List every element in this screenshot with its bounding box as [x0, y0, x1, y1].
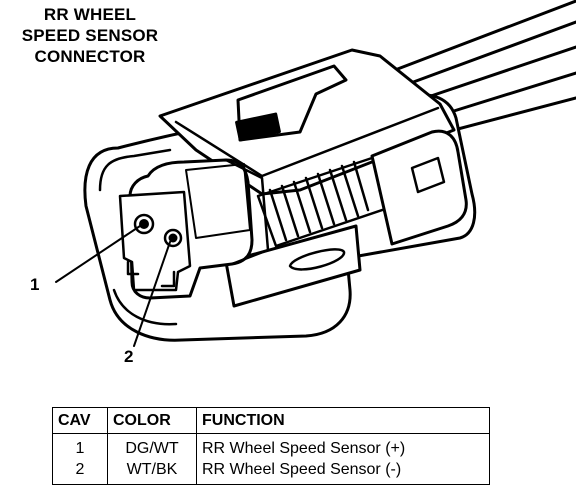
- collar-slot: [410, 156, 446, 194]
- lower-skirt: [224, 224, 362, 308]
- title-line-3: CONNECTOR: [34, 47, 146, 66]
- header-function: FUNCTION: [196, 407, 490, 434]
- cell-color: WT/BK: [107, 459, 197, 485]
- cell-cav: 1: [52, 433, 108, 459]
- callout-leader-2: [133, 241, 171, 347]
- shroud-inner-edge: [98, 148, 172, 192]
- cavity-1: [133, 213, 155, 235]
- table-row: 1 DG/WT RR Wheel Speed Sensor (+): [52, 433, 490, 459]
- diagram-title: RR WHEEL SPEED SENSOR CONNECTOR: [6, 4, 174, 67]
- callout-pin-2: 2: [124, 347, 134, 366]
- shroud-lower-edge: [112, 288, 178, 326]
- lock-tab-window: [235, 112, 281, 142]
- header-cav: CAV: [52, 407, 108, 434]
- wire-bundle: [393, 0, 576, 132]
- cell-function: RR Wheel Speed Sensor (-): [196, 459, 490, 485]
- header-color: COLOR: [107, 407, 197, 434]
- title-line-1: RR WHEEL: [43, 5, 137, 24]
- skirt-slot: [288, 248, 346, 271]
- cell-cav: 2: [52, 459, 108, 485]
- right-collar: [370, 129, 468, 246]
- cavity-2: [163, 228, 183, 248]
- table-header-row: CAV COLOR FUNCTION: [52, 407, 490, 434]
- callout-leader-1: [55, 225, 141, 283]
- cavity-function-table: CAV COLOR FUNCTION 1 DG/WT RR Wheel Spee…: [52, 407, 490, 485]
- title-line-2: SPEED SENSOR: [21, 26, 159, 45]
- connector-illustration: [55, 0, 576, 347]
- plug-flange: [185, 163, 251, 239]
- table-row: 2 WT/BK RR Wheel Speed Sensor (-): [52, 459, 490, 485]
- keying-notch: [126, 260, 176, 288]
- latch-ridge: [174, 106, 440, 178]
- cell-function: RR Wheel Speed Sensor (+): [196, 433, 490, 459]
- cell-color: DG/WT: [107, 433, 197, 459]
- callout-pin-1: 1: [30, 275, 40, 294]
- seal-ribs: [268, 160, 370, 242]
